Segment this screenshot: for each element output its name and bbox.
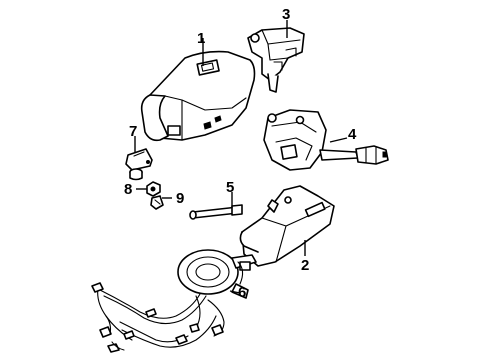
callout-8: 8 [124, 181, 132, 198]
multifunction-switch [263, 109, 389, 171]
switch-bracket [247, 27, 305, 93]
column-shaft [189, 204, 243, 220]
callout-7: 7 [129, 123, 137, 140]
callout-4: 4 [348, 126, 357, 143]
lower-shroud [239, 185, 335, 267]
wire-harness [91, 282, 225, 353]
callout-1: 1 [197, 30, 205, 47]
clockspring-assembly [177, 249, 257, 299]
upper-shroud [140, 50, 256, 142]
callout-6: 6 [238, 284, 246, 301]
callout-3: 3 [282, 6, 290, 23]
lock-cylinder [125, 148, 153, 181]
callout-5: 5 [226, 179, 234, 196]
callout-2: 2 [301, 257, 309, 274]
leader-lines [134, 20, 348, 294]
nut [146, 181, 161, 197]
callout-9: 9 [176, 190, 184, 207]
clip [150, 195, 164, 210]
